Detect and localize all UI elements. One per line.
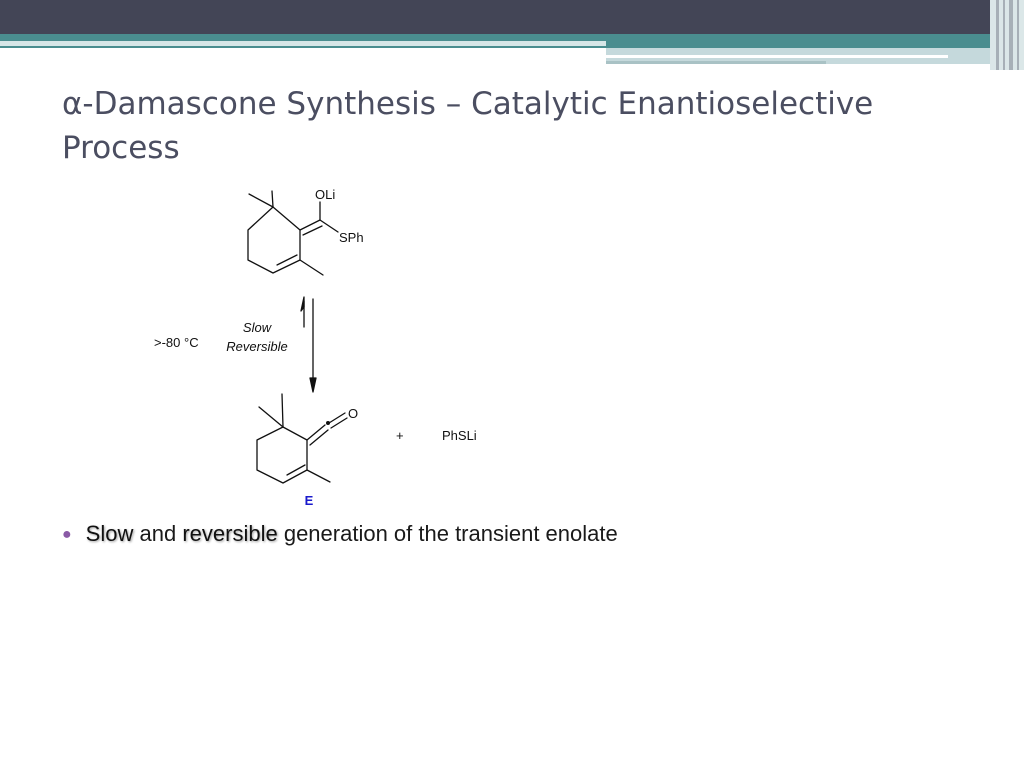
ketene-oxygen: O (348, 406, 358, 421)
enolate-structure (247, 190, 339, 276)
header-right-line-2 (606, 61, 826, 64)
condition-reversible: Reversible (226, 339, 287, 354)
ketene-structure (256, 393, 348, 484)
bullet-item: ● Slow and reversible generation of the t… (62, 520, 618, 549)
header-dark-band (0, 0, 1024, 34)
bullet-joiner: and (139, 521, 177, 546)
temperature-condition: >-80 °C (154, 335, 199, 350)
header-stripe (996, 0, 999, 70)
oli-group: OLi (315, 187, 335, 202)
header-light-stripe (0, 41, 606, 46)
slide-title: α-Damascone Synthesis – Catalytic Enanti… (62, 86, 874, 166)
bullet-emphasis-slow: Slow (85, 521, 134, 546)
compound-label-e: E (305, 493, 314, 508)
bullet-dot-icon: ● (62, 526, 72, 543)
header-stripe (1003, 0, 1005, 70)
bullet-emphasis-reversible: reversible (182, 521, 278, 546)
ketene-carbon-dot (326, 421, 330, 425)
equilibrium-arrows (300, 296, 317, 393)
header-right-line (606, 55, 948, 58)
bullet-text: generation of the transient enolate (283, 521, 618, 546)
header-stripe (1017, 0, 1019, 70)
condition-slow: Slow (243, 320, 273, 335)
byproduct-phsli: PhSLi (442, 428, 477, 443)
sph-group: SPh (339, 230, 364, 245)
header-stripe (1009, 0, 1013, 70)
plus-sign: + (396, 428, 404, 443)
reaction-scheme: OLi SPh >-80 °C Slow Reversible O + PhSL… (154, 187, 477, 508)
